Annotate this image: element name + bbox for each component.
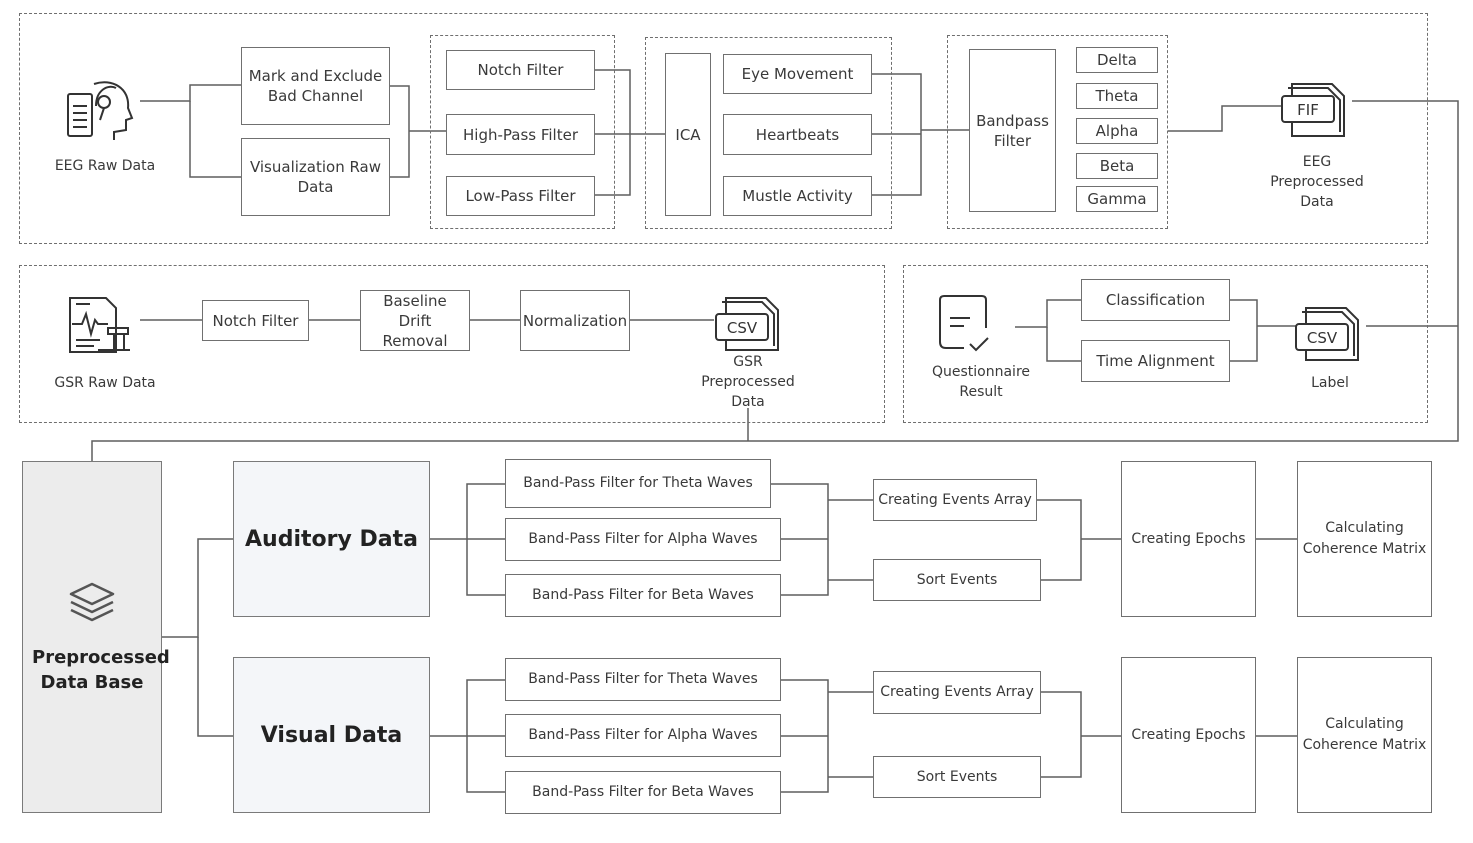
label-csv-file-icon: CSV — [1294, 304, 1362, 364]
normalization-box: Normalization — [520, 290, 630, 351]
connector-line — [466, 736, 505, 793]
questionnaire-result-label: Questionnaire Result — [926, 362, 1036, 402]
gsr-device-icon — [64, 294, 136, 358]
visual-coherence-matrix-box: Calculating Coherence Matrix — [1297, 657, 1432, 813]
eeg-head-icon — [62, 76, 136, 142]
gsr-preprocessed-data-label: GSR Preprocessed Data — [693, 352, 803, 412]
gsr-csv-text: CSV — [727, 319, 758, 337]
questionnaire-group — [903, 265, 1428, 423]
label-csv-text: CSV — [1307, 329, 1338, 347]
band-gamma-box: Gamma — [1076, 186, 1158, 212]
muscle-activity-box: Mustle Activity — [723, 176, 872, 216]
auditory-creating-epochs-box: Creating Epochs — [1121, 461, 1256, 617]
bandpass-filter-box: Bandpass Filter — [969, 49, 1056, 212]
eeg-highpass-filter-box: High-Pass Filter — [446, 114, 595, 155]
fif-file-icon: FIF — [1280, 80, 1348, 140]
eeg-ica-subgroup — [645, 37, 892, 229]
baseline-drift-removal-box: Baseline Drift Removal — [360, 290, 470, 351]
fif-file-type-text: FIF — [1297, 101, 1319, 119]
auditory-sort-events-box: Sort Events — [873, 559, 1041, 601]
eeg-preprocessing-group — [19, 13, 1428, 244]
visual-events-array-box: Creating Events Array — [873, 671, 1041, 714]
database-label: Preprocessed Data Base — [32, 646, 170, 693]
band-delta-box: Delta — [1076, 47, 1158, 73]
mark-exclude-bad-channel-box: Mark and Exclude Bad Channel — [241, 47, 390, 125]
connector-line — [1041, 691, 1082, 778]
band-alpha-box: Alpha — [1076, 118, 1158, 144]
auditory-data-box: Auditory Data — [233, 461, 430, 617]
band-theta-box: Theta — [1076, 83, 1158, 109]
eeg-band-subgroup — [947, 35, 1168, 229]
auditory-theta-filter-box: Band-Pass Filter for Theta Waves — [505, 459, 771, 508]
connector-line — [430, 679, 505, 737]
ica-box: ICA — [665, 53, 711, 216]
eeg-notch-filter-box: Notch Filter — [446, 50, 595, 90]
questionnaire-icon — [934, 294, 994, 356]
time-alignment-box: Time Alignment — [1081, 340, 1230, 382]
connector-line — [466, 539, 505, 596]
preprocessed-database-box: Preprocessed Data Base — [22, 461, 170, 813]
gsr-csv-file-icon: CSV — [714, 294, 782, 354]
connector-line — [1037, 499, 1082, 581]
layers-icon — [67, 580, 117, 635]
gsr-notch-filter-box: Notch Filter — [202, 300, 309, 341]
gsr-preprocessing-group — [19, 265, 885, 423]
eye-movement-box: Eye Movement — [723, 54, 872, 94]
auditory-alpha-filter-box: Band-Pass Filter for Alpha Waves — [505, 518, 781, 561]
eeg-raw-data-label: EEG Raw Data — [54, 158, 156, 174]
questionnaire-result-text: Questionnaire Result — [931, 364, 1031, 400]
visualization-raw-data-box: Visualization Raw Data — [241, 138, 390, 216]
gsr-preprocessed-data-text: GSR Preprocessed Data — [701, 354, 795, 410]
visual-creating-epochs-box: Creating Epochs — [1121, 657, 1256, 813]
auditory-events-array-box: Creating Events Array — [873, 479, 1037, 521]
visual-theta-filter-box: Band-Pass Filter for Theta Waves — [505, 658, 781, 701]
eeg-lowpass-filter-box: Low-Pass Filter — [446, 176, 595, 216]
visual-sort-events-box: Sort Events — [873, 756, 1041, 798]
band-beta-box: Beta — [1076, 153, 1158, 179]
classification-box: Classification — [1081, 279, 1230, 321]
eeg-filter-subgroup — [430, 35, 615, 229]
visual-alpha-filter-box: Band-Pass Filter for Alpha Waves — [505, 714, 781, 757]
label-output-label: Label — [1311, 375, 1349, 391]
connector-line — [162, 538, 233, 638]
eeg-preprocessed-data-label: EEG Preprocessed Data — [1262, 152, 1372, 212]
auditory-beta-filter-box: Band-Pass Filter for Beta Waves — [505, 574, 781, 617]
auditory-coherence-matrix-box: Calculating Coherence Matrix — [1297, 461, 1432, 617]
connector-line — [430, 483, 505, 540]
heartbeats-box: Heartbeats — [723, 114, 872, 155]
connector-line — [197, 637, 233, 737]
connector-line — [781, 679, 829, 793]
gsr-raw-data-label: GSR Raw Data — [54, 375, 156, 391]
visual-beta-filter-box: Band-Pass Filter for Beta Waves — [505, 771, 781, 814]
eeg-preprocessed-data-text: EEG Preprocessed Data — [1270, 154, 1364, 210]
visual-data-box: Visual Data — [233, 657, 430, 813]
